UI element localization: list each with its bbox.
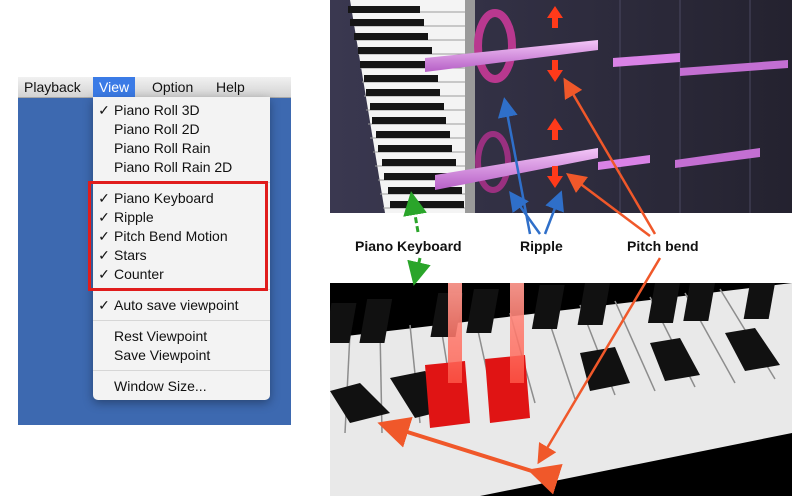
menu-option[interactable]: Option: [152, 79, 194, 95]
checkmark-icon: ✓: [98, 190, 110, 206]
checkmark-icon: ✓: [98, 247, 110, 263]
pressed-key: [425, 361, 470, 428]
menu-item-label: Ripple: [114, 209, 154, 225]
checkmark-icon: ✓: [98, 228, 110, 244]
menu-separator: [93, 320, 270, 321]
menu-item-label: Pitch Bend Motion: [114, 228, 228, 244]
piano-roll-3d-render: [330, 0, 792, 213]
caption-pitch-bend: Pitch bend: [627, 238, 699, 254]
mac-window: Playback View Option Help ✓ Piano Roll 3…: [18, 77, 291, 425]
menu-item-piano-keyboard[interactable]: ✓ Piano Keyboard: [93, 189, 270, 208]
menu-item-label: Piano Roll 2D: [114, 121, 200, 137]
pitch-bend-arrows: [547, 6, 563, 188]
checkmark-icon: ✓: [98, 297, 110, 313]
view-menu-dropdown: ✓ Piano Roll 3D Piano Roll 2D Piano Roll…: [93, 97, 270, 400]
ripple-ring: [474, 9, 516, 83]
menu-item-label: Piano Roll Rain 2D: [114, 159, 233, 175]
menu-item-label: Counter: [114, 266, 164, 282]
note-beam: [510, 283, 524, 383]
caption-ripple: Ripple: [520, 238, 563, 254]
piano-keyboard-3d: [348, 0, 475, 213]
menu-playback[interactable]: Playback: [24, 79, 81, 95]
menu-item-label: Piano Roll 3D: [114, 102, 200, 118]
menu-separator: [93, 370, 270, 371]
menu-item-rest-viewpoint[interactable]: Rest Viewpoint: [93, 327, 270, 346]
menu-item-auto-save-viewpoint[interactable]: ✓ Auto save viewpoint: [93, 296, 270, 315]
caption-piano-keyboard: Piano Keyboard: [355, 238, 462, 254]
menubar: Playback View Option Help: [18, 77, 291, 98]
menu-help[interactable]: Help: [216, 79, 245, 95]
menu-item-label: Piano Roll Rain: [114, 140, 211, 156]
menu-item-window-size[interactable]: Window Size...: [93, 377, 270, 396]
menu-item-label: Piano Keyboard: [114, 190, 214, 206]
note-beam: [448, 283, 462, 383]
menu-item-ripple[interactable]: ✓ Ripple: [93, 208, 270, 227]
menu-item-piano-roll-rain[interactable]: Piano Roll Rain: [93, 139, 270, 158]
menu-item-piano-roll-2d[interactable]: Piano Roll 2D: [93, 120, 270, 139]
menu-item-counter[interactable]: ✓ Counter: [93, 265, 270, 284]
menu-item-label: Window Size...: [114, 378, 207, 394]
checkmark-icon: ✓: [98, 102, 110, 118]
menu-item-piano-roll-3d[interactable]: ✓ Piano Roll 3D: [93, 101, 270, 120]
menu-item-pitch-bend-motion[interactable]: ✓ Pitch Bend Motion: [93, 227, 270, 246]
checkmark-icon: ✓: [98, 209, 110, 225]
keyboard-closeup-render: [330, 283, 792, 496]
menu-view[interactable]: View: [93, 77, 136, 97]
menu-item-piano-roll-rain-2d[interactable]: Piano Roll Rain 2D: [93, 158, 270, 177]
menu-separator: [93, 182, 270, 183]
menu-separator: [93, 289, 270, 290]
keyboard-closeup-scene: [330, 283, 792, 496]
menu-item-stars[interactable]: ✓ Stars: [93, 246, 270, 265]
piano-roll-3d-scene: [330, 0, 792, 213]
menu-item-label: Auto save viewpoint: [114, 297, 239, 313]
menu-item-label: Rest Viewpoint: [114, 328, 208, 344]
menu-item-label: Save Viewpoint: [114, 347, 211, 363]
menu-item-label: Stars: [114, 247, 147, 263]
checkmark-icon: ✓: [98, 266, 110, 282]
menu-item-save-viewpoint[interactable]: Save Viewpoint: [93, 346, 270, 365]
